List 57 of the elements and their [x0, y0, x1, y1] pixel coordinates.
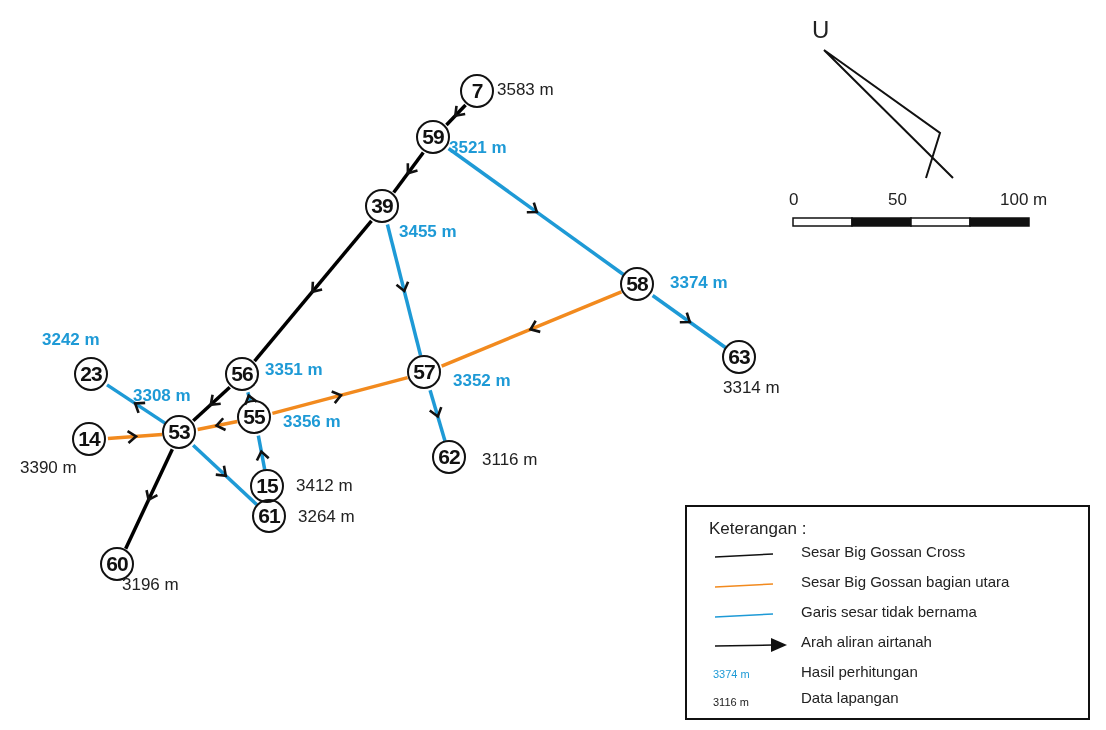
station-circle: 23	[74, 357, 108, 391]
flow-arrow	[191, 444, 259, 506]
scale-label: 50	[888, 190, 907, 210]
station-circle: 7	[460, 74, 494, 108]
sample-text: 3374 m	[713, 668, 750, 680]
elevation-label: 3351 m	[265, 360, 323, 380]
elevation-label: 3352 m	[453, 371, 511, 391]
station-circle: 63	[722, 340, 756, 374]
elevation-label: 3412 m	[296, 476, 353, 496]
legend-text: Sesar Big Gossan bagian utara	[801, 573, 1010, 590]
legend-text: Garis sesar tidak bernama	[801, 603, 977, 620]
station-circle: 53	[162, 415, 196, 449]
flow-arrow	[271, 375, 409, 416]
sample-text: 3116 m	[713, 696, 749, 708]
legend-text: Sesar Big Gossan Cross	[801, 543, 966, 560]
legend-text: Arah aliran airtanah	[801, 633, 932, 650]
elevation-label: 3314 m	[723, 378, 780, 398]
elevation-label: 3242 m	[42, 330, 100, 350]
station-circle: 56	[225, 357, 259, 391]
elevation-label: 3356 m	[283, 412, 341, 432]
station-circle: 62	[432, 440, 466, 474]
legend-text: Data lapangan	[801, 689, 899, 706]
elevation-label: 3521 m	[449, 138, 507, 158]
elevation-label: 3116 m	[482, 450, 538, 470]
flow-arrow	[428, 389, 447, 442]
north-label: U	[812, 16, 830, 44]
flow-arrow	[447, 147, 625, 276]
elevation-label: 3390 m	[20, 458, 77, 478]
flow-arrow	[197, 416, 238, 432]
flow-arrow	[107, 429, 163, 445]
station-circle: 39	[365, 189, 399, 223]
elevation-label: 3308 m	[133, 386, 191, 406]
flow-arrow	[192, 385, 231, 423]
flow-arrow	[255, 435, 270, 470]
flow-arrow	[106, 383, 166, 425]
elevation-label: 3455 m	[399, 222, 457, 242]
station-circle: 57	[407, 355, 441, 389]
flow-arrow	[124, 448, 174, 550]
elevation-label: 3583 m	[497, 80, 554, 100]
elevation-label: 3374 m	[670, 273, 728, 293]
station-circle: 59	[416, 120, 450, 154]
flow-arrow	[253, 219, 373, 363]
scale-label: 0	[789, 190, 799, 210]
station-circle: 61	[252, 499, 286, 533]
station-circle: 14	[72, 422, 106, 456]
flow-arrow	[385, 224, 423, 356]
legend-title: Keterangan :	[709, 519, 807, 539]
flow-arrow	[651, 294, 727, 349]
flow-arrow	[392, 151, 425, 194]
legend-text: Hasil perhitungan	[801, 663, 918, 680]
station-circle: 55	[237, 400, 271, 434]
scale-label: 100 m	[1000, 190, 1048, 210]
elevation-label: 3264 m	[298, 507, 355, 527]
flow-arrow	[445, 103, 467, 127]
station-circle: 15	[250, 469, 284, 503]
station-circle: 58	[620, 267, 654, 301]
flow-arrow	[440, 290, 623, 368]
